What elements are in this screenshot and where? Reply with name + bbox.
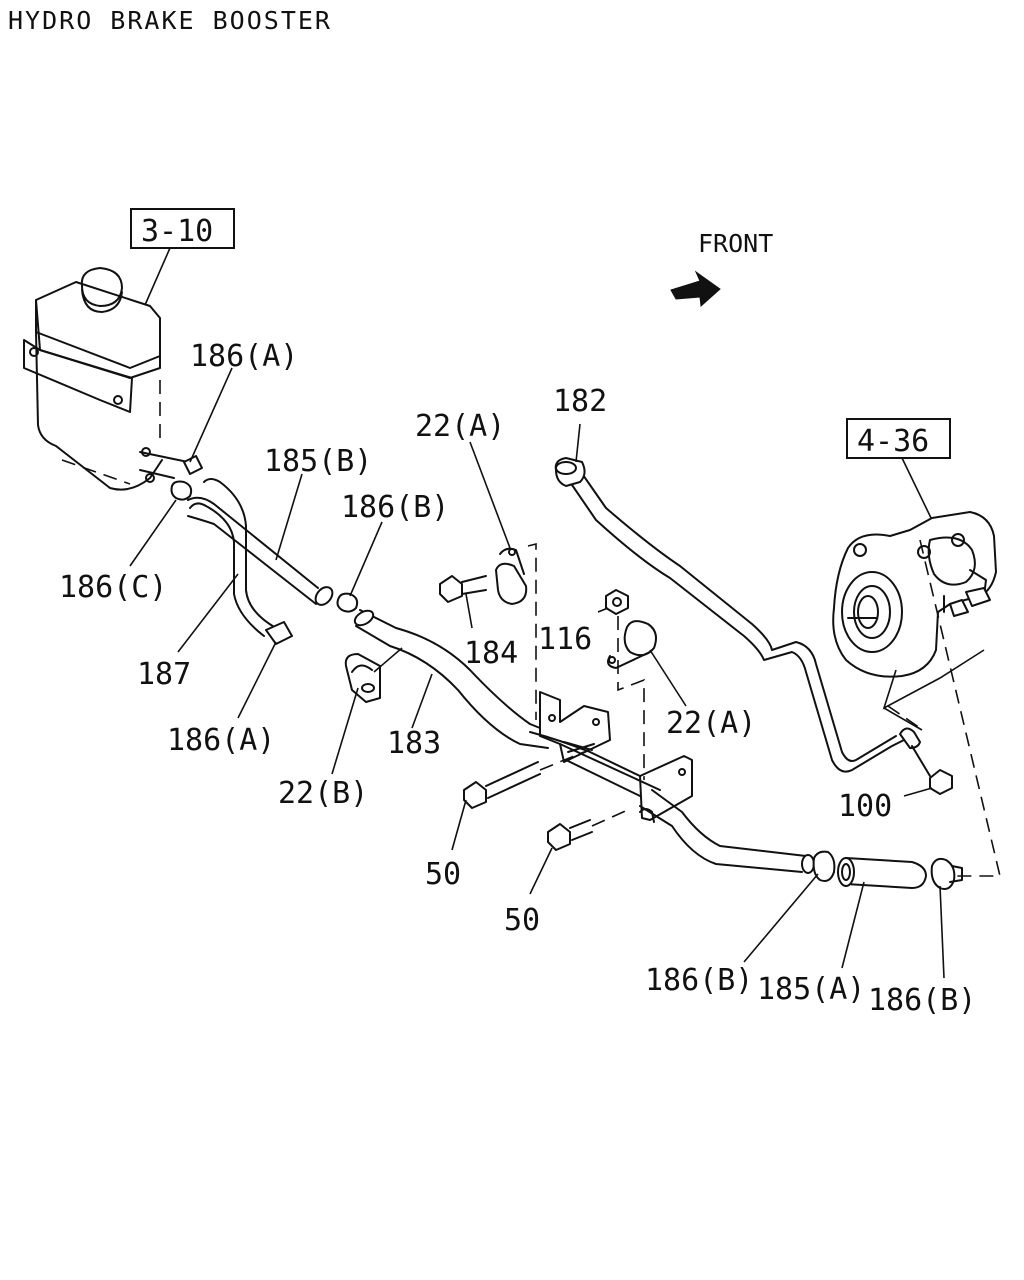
- bolt-184: [439, 575, 487, 603]
- label-50-b: 50: [504, 903, 540, 938]
- clamp-186a-top: [183, 455, 203, 475]
- front-label: FRONT: [698, 229, 773, 258]
- label-22a-right: 22(A): [666, 706, 756, 741]
- ref-box-booster: [846, 418, 951, 459]
- hose-183: [355, 609, 561, 749]
- hose-185b: [187, 496, 319, 605]
- label-100: 100: [838, 789, 892, 824]
- label-183: 183: [387, 726, 441, 761]
- ref-booster-label: 4-36: [857, 424, 929, 459]
- pipe-lower: [639, 789, 807, 873]
- fluid-reservoir: [23, 267, 163, 491]
- label-186c: 186(C): [59, 570, 167, 605]
- clip-22a-right: [607, 620, 657, 669]
- clip-22b: [344, 653, 381, 703]
- clamp-186b-right: [930, 857, 956, 890]
- label-50-a: 50: [425, 857, 461, 892]
- front-arrow-icon: [670, 270, 721, 308]
- label-185b: 185(B): [264, 444, 372, 479]
- label-185a: 185(A): [757, 972, 865, 1007]
- ref-box-reservoir: [130, 208, 235, 249]
- clamp-186a-bottom: [265, 621, 293, 645]
- label-22b: 22(B): [278, 776, 368, 811]
- bolt-50-a: [463, 761, 541, 809]
- label-184: 184: [464, 636, 518, 671]
- fitting-100: [929, 769, 953, 795]
- label-116: 116: [538, 622, 592, 657]
- ref-reservoir-label: 3-10: [141, 214, 213, 249]
- pipe-182: [569, 461, 905, 773]
- diagram-title: HYDRO BRAKE BOOSTER: [8, 6, 332, 35]
- clamp-186c: [170, 480, 193, 501]
- label-186b-mid: 186(B): [341, 490, 449, 525]
- label-186a-bottom: 186(A): [167, 723, 275, 758]
- hose-185a: [845, 857, 927, 889]
- label-186b-right: 186(B): [868, 983, 976, 1018]
- clip-22a-top: [495, 547, 528, 605]
- label-186a-top: 186(A): [190, 339, 298, 374]
- label-186b-left: 186(B): [645, 963, 753, 998]
- hose-187: [189, 478, 277, 637]
- clamp-186b-mid: [336, 592, 359, 613]
- label-22a-top: 22(A): [415, 409, 505, 444]
- label-187: 187: [137, 657, 191, 692]
- hydro-brake-booster-unit: [832, 511, 997, 678]
- nut-116: [605, 589, 629, 615]
- label-182: 182: [553, 384, 607, 419]
- bolt-50-b: [547, 819, 593, 851]
